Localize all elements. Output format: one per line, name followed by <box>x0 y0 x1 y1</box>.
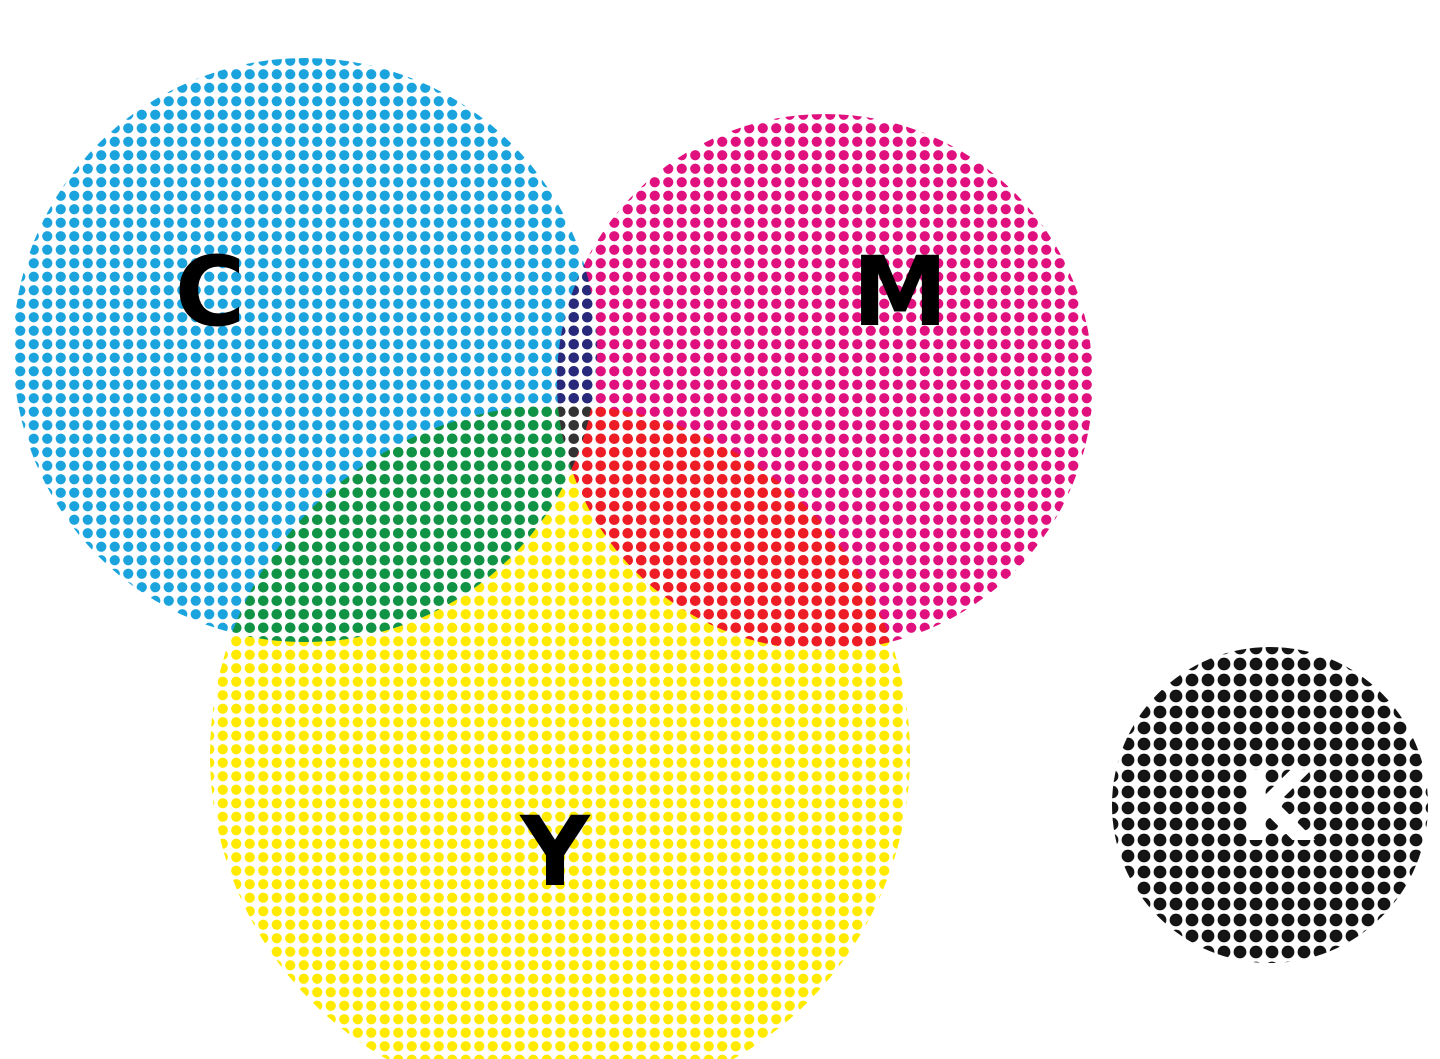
key-black-circle <box>1112 647 1428 963</box>
cyan-yellow-overlap <box>210 405 597 642</box>
cyan-label: C <box>175 236 245 348</box>
magenta-label: M <box>852 236 948 348</box>
magenta-yellow-overlap <box>557 405 910 650</box>
yellow-label: Y <box>519 796 591 908</box>
key-label: K <box>1238 751 1316 863</box>
